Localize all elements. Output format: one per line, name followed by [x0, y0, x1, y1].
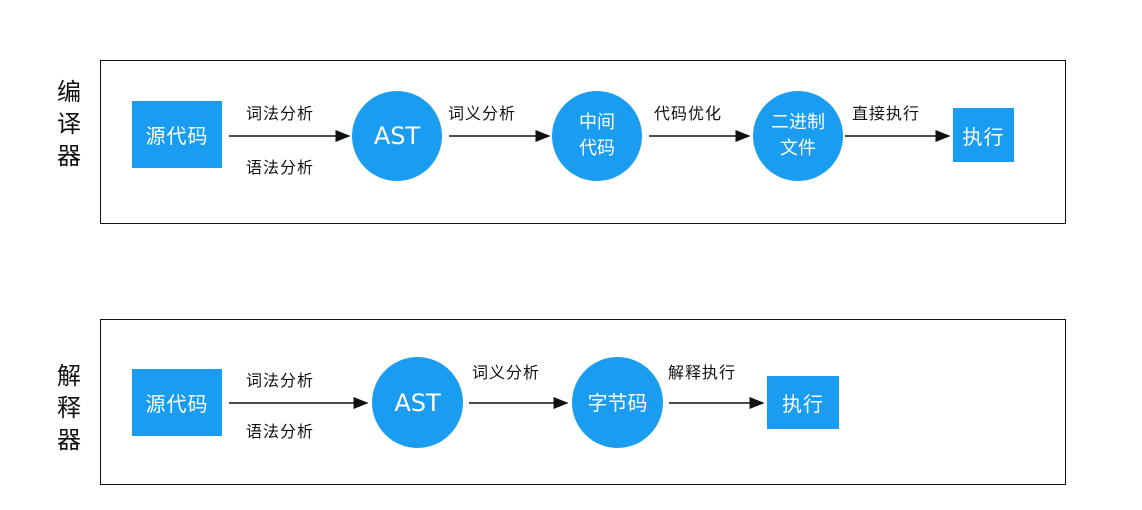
compiler-title: 编 译 器: [57, 78, 81, 170]
interpreter-semantic-analysis-label: 词义分析: [472, 363, 541, 382]
interpreter-title: 解 释 器: [57, 362, 81, 454]
interpreter-source-code-node: 源代码: [132, 369, 222, 436]
compiler-intermediate-code-node: 中间代码: [552, 91, 642, 181]
compiler-syntax-analysis-label: 语法分析: [246, 158, 315, 177]
interpreter-bytecode-node: 字节码: [572, 357, 663, 448]
compiler-code-optimization-label: 代码优化: [654, 104, 723, 123]
interpreter-interpret-execute-label: 解释执行: [668, 363, 737, 382]
compiler-lexical-analysis-label: 词法分析: [246, 104, 315, 123]
compiler-binary-file-node: 二进制文件: [753, 91, 843, 181]
interpreter-execute-node: 执行: [767, 376, 839, 429]
compiler-semantic-analysis-label: 词义分析: [448, 104, 517, 123]
compiler-direct-execute-label: 直接执行: [852, 104, 921, 123]
compiler-panel: [100, 60, 1066, 224]
compiler-execute-node: 执行: [953, 108, 1014, 162]
interpreter-ast-node: AST: [372, 357, 463, 448]
compiler-ast-node: AST: [352, 91, 442, 181]
compiler-source-code-node: 源代码: [132, 101, 222, 168]
interpreter-syntax-analysis-label: 语法分析: [246, 422, 315, 441]
interpreter-lexical-analysis-label: 词法分析: [246, 371, 315, 390]
